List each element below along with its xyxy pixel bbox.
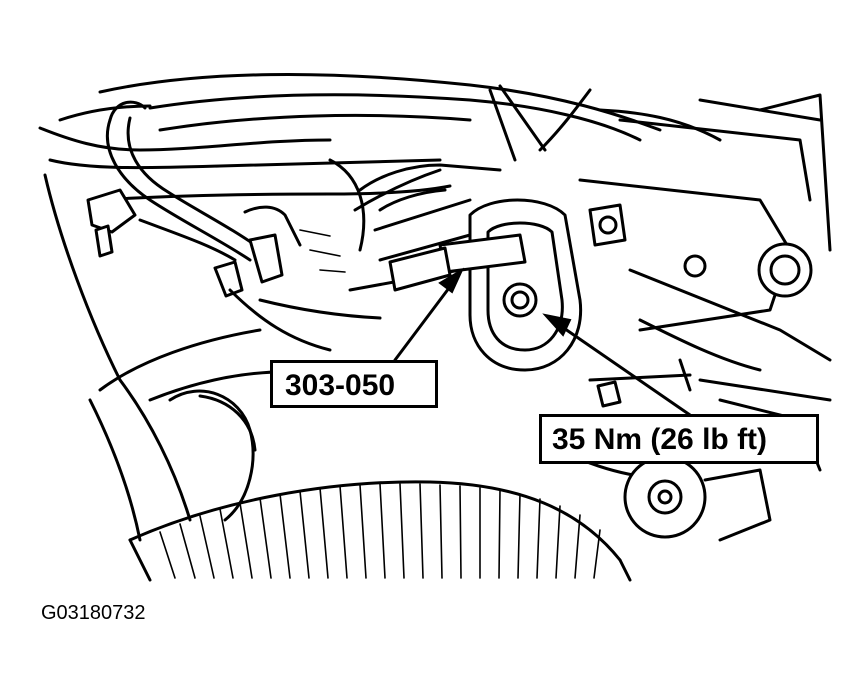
left-tube-assembly <box>86 100 302 298</box>
clamp-bracket <box>358 163 583 372</box>
tool-callout-label: 303-050 <box>270 360 438 408</box>
leader-arrows <box>393 267 692 417</box>
corrugated-hose <box>128 480 632 582</box>
upper-tubes <box>38 73 722 202</box>
right-components <box>558 93 832 542</box>
figure-id-label: G03180732 <box>41 602 146 624</box>
lower-left-pipe <box>88 378 257 542</box>
torque-callout-label: 35 Nm (26 lb ft) <box>539 414 819 464</box>
